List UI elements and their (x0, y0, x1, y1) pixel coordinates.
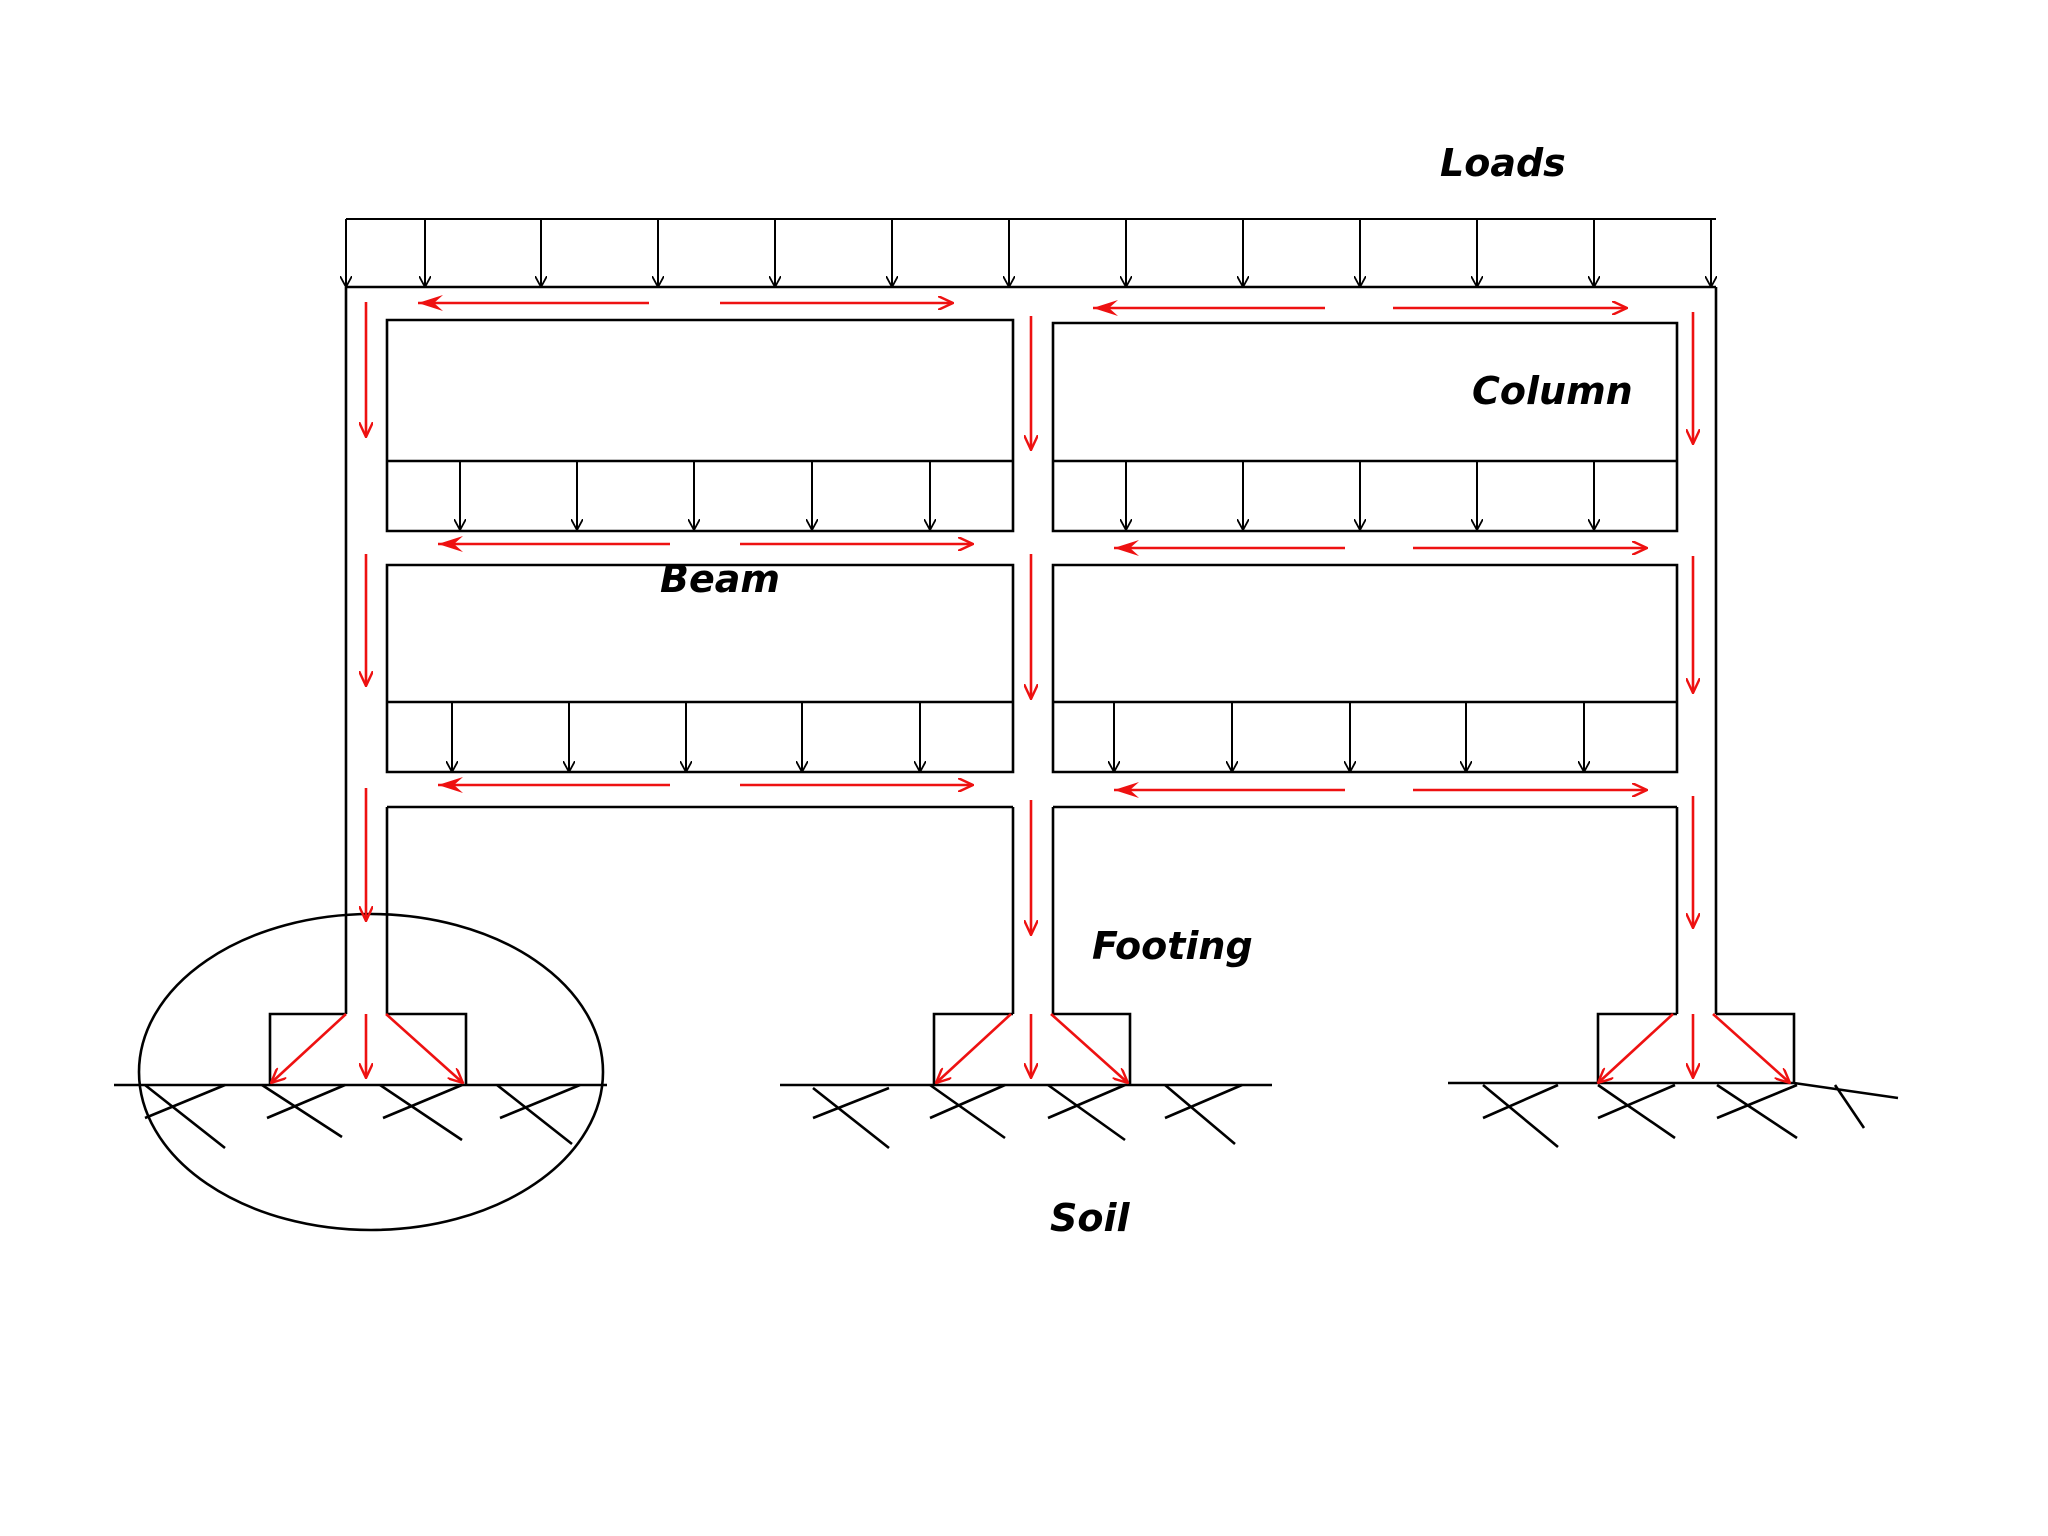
label-beam: Beam (660, 557, 780, 601)
ground (114, 1081, 1899, 1150)
label-footing: Footing (1092, 924, 1253, 968)
footing-spread-arrow (1712, 1013, 1790, 1083)
label-loads: Loads (1440, 141, 1566, 185)
highlight-ellipse (137, 912, 605, 1232)
applied-loads (346, 218, 1716, 772)
footing-spread-arrow (271, 1013, 347, 1083)
soil-hatching (144, 1083, 1866, 1150)
footing-middle (932, 1012, 1132, 1084)
footing-spread-arrow (1598, 1013, 1674, 1083)
footing-spread-arrow (385, 1013, 463, 1083)
beam-top-left (385, 318, 1015, 533)
footing-spread-arrow (936, 1013, 1012, 1083)
beam-top-right (1051, 321, 1679, 533)
frame (344, 285, 1718, 1014)
footings (268, 1012, 1796, 1084)
footing-spread-arrow (1050, 1013, 1128, 1083)
label-column: Column (1472, 369, 1633, 413)
ground-line-right (1448, 1081, 1899, 1100)
load-flow-arrows (271, 295, 1790, 1083)
footing-left (268, 1012, 468, 1084)
footing-right (1596, 1012, 1796, 1084)
label-soil: Soil (1050, 1196, 1131, 1240)
